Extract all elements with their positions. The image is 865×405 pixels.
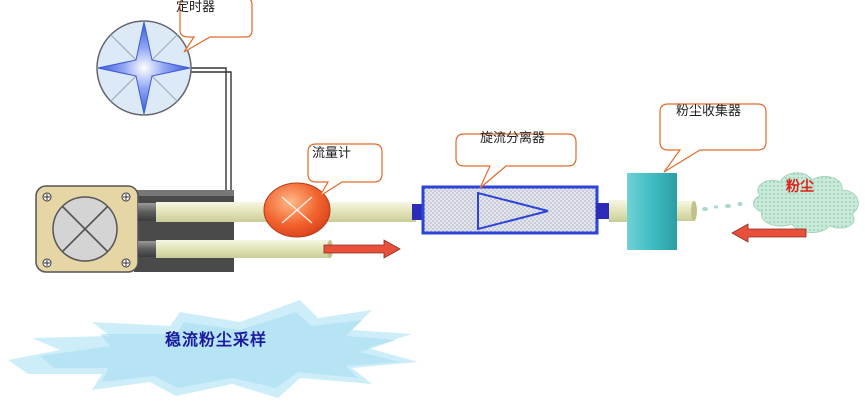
pump-ports [138, 203, 158, 257]
timer [96, 20, 192, 116]
cyclone-separator [421, 185, 599, 235]
outlet-tube [596, 200, 697, 222]
dust-collector [627, 173, 677, 250]
exhaust-tube [156, 240, 333, 258]
cone-triangle-icon [477, 191, 549, 231]
diagram-title: 稳流粉尘采样 [165, 330, 268, 349]
flowmeter [263, 182, 331, 238]
callout-separator [455, 133, 577, 189]
timer-label: 定时器 [176, 0, 216, 15]
separator-label: 旋流分离器 [480, 131, 546, 146]
pump-fan [35, 185, 139, 273]
callout-collector [659, 103, 767, 173]
x-cross-icon [61, 205, 109, 253]
dust-particles [702, 202, 743, 211]
x-cross-icon [281, 196, 313, 224]
flowmeter-label: 流量计 [312, 146, 352, 161]
left-arrow-icon [731, 223, 807, 243]
compass-star-icon [97, 21, 191, 115]
title-cloud [8, 300, 418, 398]
collector-label: 粉尘收集器 [676, 104, 742, 119]
dust-cloud [753, 172, 859, 233]
callout-timer [179, 0, 253, 53]
dust-label: 粉尘 [786, 179, 814, 195]
right-arrow-icon [323, 239, 401, 259]
screw-icon [42, 192, 131, 268]
callout-flowmeter [307, 143, 383, 197]
timer-wire [190, 67, 232, 196]
